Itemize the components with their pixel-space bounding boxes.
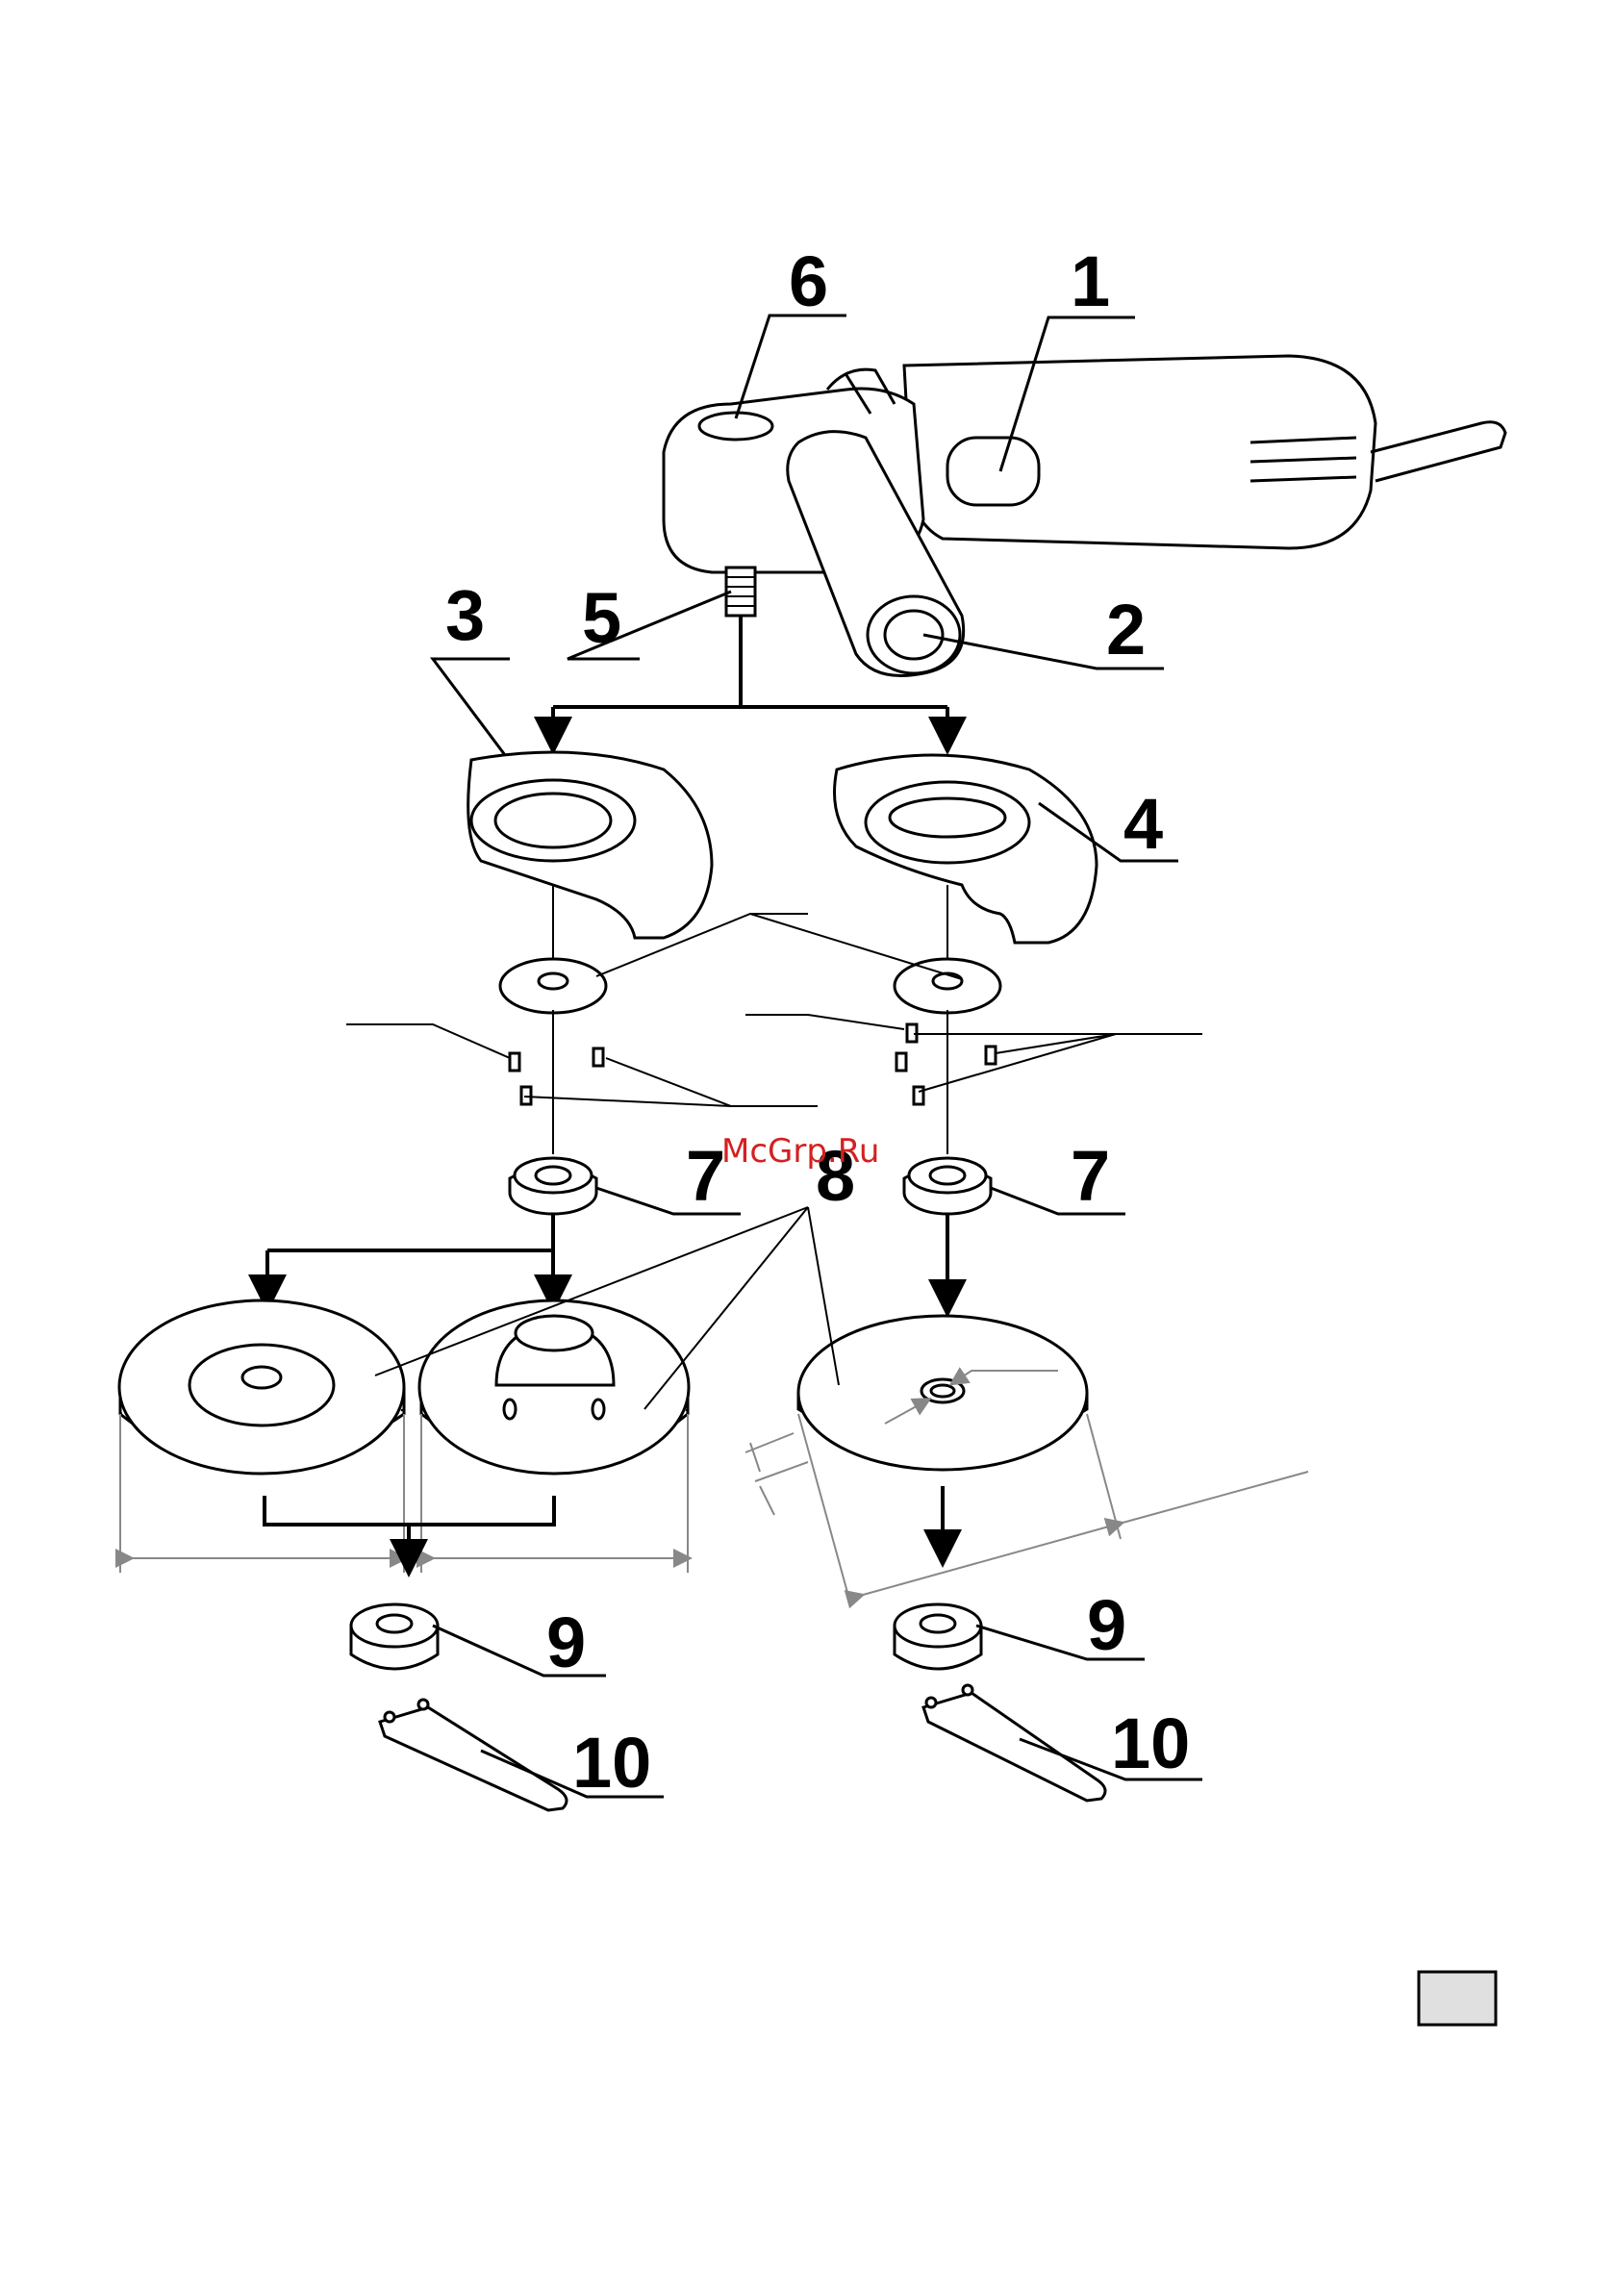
label-7-left: 7	[686, 1136, 725, 1216]
clamp-plate-right	[895, 959, 1000, 1013]
angle-grinder	[664, 356, 1505, 676]
label-9-left: 9	[546, 1602, 586, 1682]
disc-cutting	[798, 1316, 1087, 1470]
disc-grinding-cup	[419, 1300, 689, 1474]
label-3: 3	[445, 575, 485, 655]
screws-left	[510, 1048, 603, 1104]
wrench-left	[380, 1700, 567, 1810]
label-4: 4	[1123, 784, 1163, 864]
inner-flange-left	[510, 1158, 596, 1214]
screws-right	[896, 1024, 996, 1104]
label-10-right: 10	[1111, 1703, 1190, 1783]
disc-grinding-flat	[119, 1300, 404, 1474]
watermark: McGrp.Ru	[721, 1132, 879, 1171]
leader-screws-left	[346, 1024, 818, 1106]
page-marker-box	[1419, 1972, 1496, 2025]
inner-flange-right	[904, 1158, 991, 1214]
leader-screws-right	[745, 1015, 1202, 1092]
guard-cutting	[468, 752, 712, 938]
label-1: 1	[1071, 241, 1110, 321]
outer-flange-left	[351, 1604, 438, 1669]
guard-grinding	[835, 755, 1098, 943]
label-2: 2	[1106, 590, 1146, 669]
label-9-right: 9	[1087, 1585, 1126, 1665]
outer-flange-right	[895, 1604, 981, 1669]
label-7-right: 7	[1071, 1136, 1110, 1216]
wrench-right	[923, 1685, 1105, 1801]
label-10-left: 10	[572, 1723, 651, 1803]
label-6: 6	[789, 241, 828, 321]
label-5: 5	[582, 578, 621, 658]
assembly-arrows-left	[267, 1214, 553, 1294]
clamp-plate-left	[500, 959, 606, 1013]
